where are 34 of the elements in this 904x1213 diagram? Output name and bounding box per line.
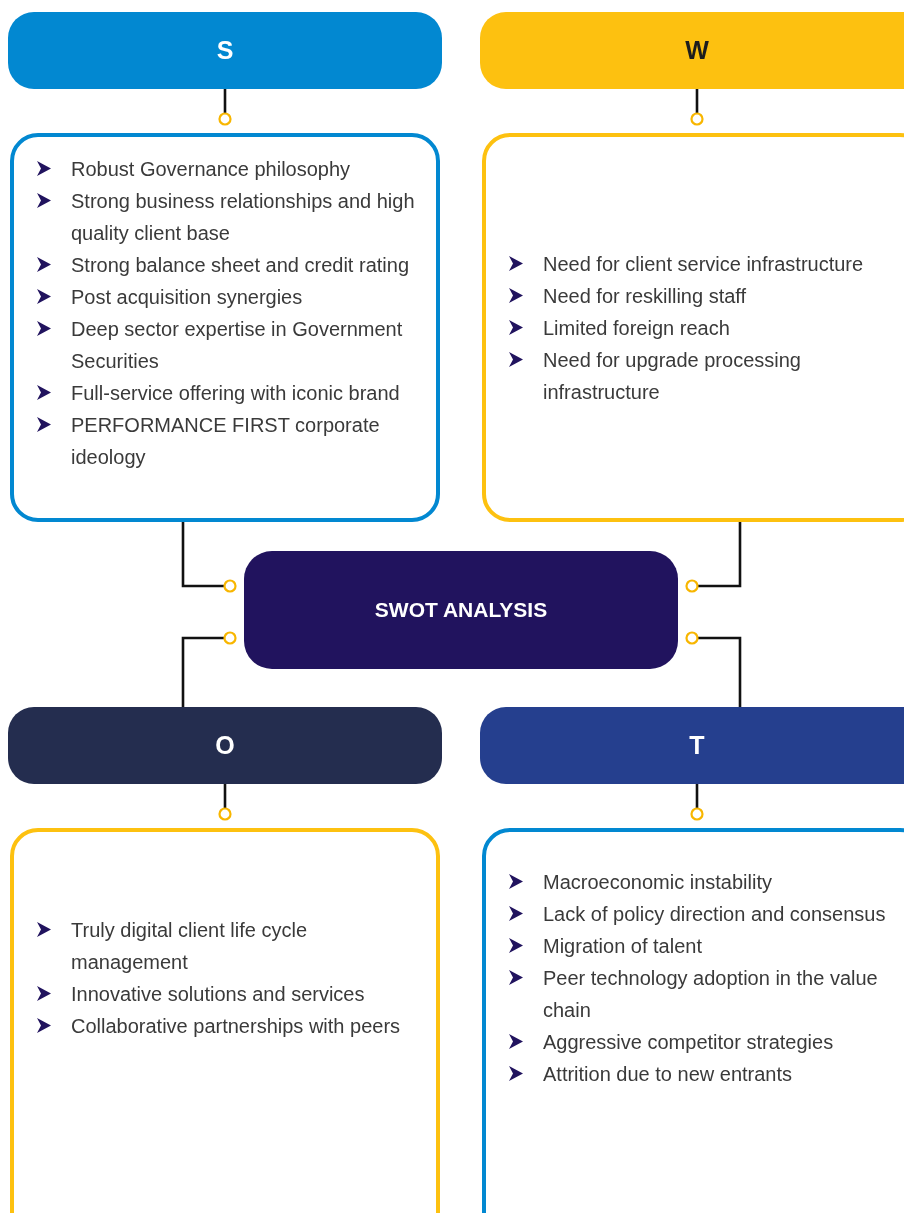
bullet-text: Deep sector expertise in Government Securities [71,317,404,374]
title-text: SWOT ANALYSIS [374,598,548,622]
bullet-text: Migration of talent [543,934,702,959]
center-title-box [244,551,678,669]
bullet-text: Collaborative partnerships with peers [71,1014,401,1039]
bullet-text: Innovative solutions and services [71,982,365,1007]
header-letter: S [216,36,234,65]
bullet-text: PERFORMANCE FIRST corporate ideology [71,413,381,470]
swot-header-bar [480,12,904,89]
bullet-text: Need for reskilling staff [543,283,747,309]
swot-header-bar [480,707,904,784]
bullet-text: Need for upgrade processing infrastructure [543,347,802,405]
bullet-text: Robust Governance philosophy [71,157,351,182]
header-letter: O [215,731,235,760]
bullet-text: Need for client service infrastructure [543,251,864,277]
swot-header-bar [8,707,442,784]
bullet-text: Aggressive competitor strategies [543,1030,834,1055]
bullet-list-panel [482,828,904,1213]
bullet-list-panel [10,133,440,522]
bullet-text: Post acquisition synergies [71,285,303,310]
bullet-text: Attrition due to new entrants [543,1062,793,1087]
bullet-text: Truly digital client life cycle management [71,918,308,975]
bullet-text: Strong business relationships and high quality client base [71,189,416,246]
bullet-text: Limited foreign reach [543,315,730,341]
header-letter: T [689,731,705,760]
bullet-list-panel [482,133,904,522]
bullet-text: Full-service offering with iconic brand [71,381,400,406]
header-letter: W [685,36,709,65]
bullet-text: Strong balance sheet and credit rating [71,253,409,278]
bullet-text: Lack of policy direction and consensus [543,902,886,927]
swot-header-bar [8,12,442,89]
bullet-list-panel [10,828,440,1213]
bullet-text: Peer technology adoption in the value chain [543,966,879,1023]
bullet-text: Macroeconomic instability [543,870,772,895]
